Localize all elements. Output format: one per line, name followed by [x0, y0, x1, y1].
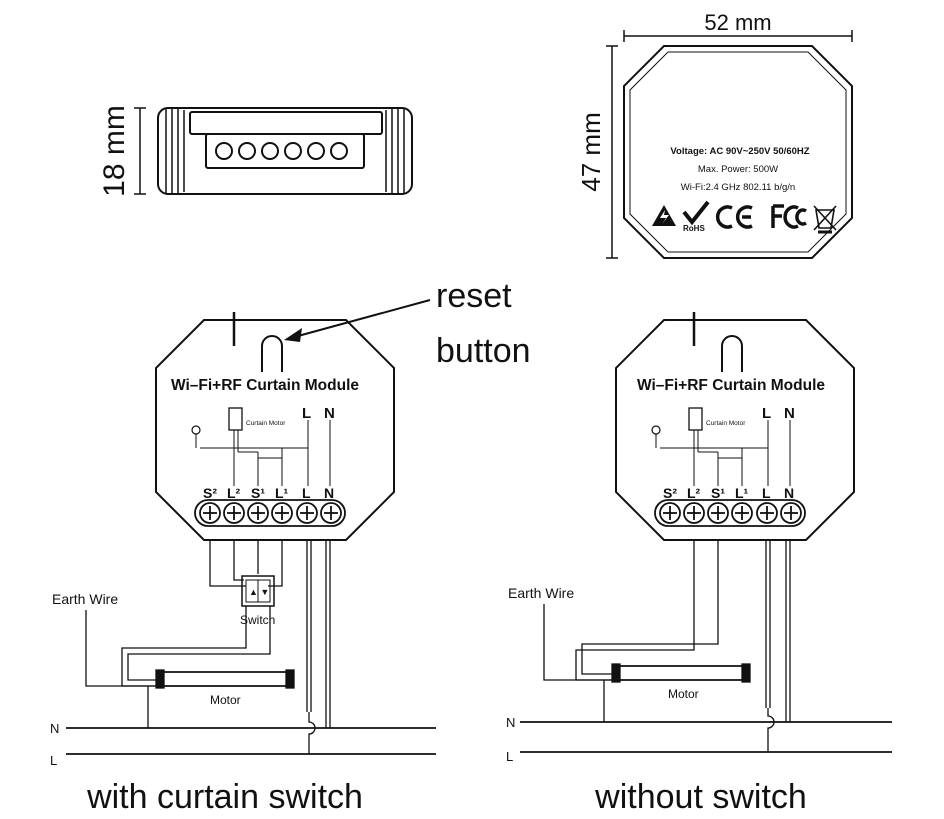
terminal-label-N: N [324, 485, 334, 501]
warning-triangle-icon [652, 205, 676, 226]
terminal-label-S1: S¹ [251, 485, 265, 501]
power-text: Max. Power: 500W [698, 164, 778, 175]
right-module: Wi–Fi+RF Curtain Module Curtain Motor L … [615, 312, 855, 541]
module-title: Wi–Fi+RF Curtain Module [171, 377, 359, 394]
depth-dimension [134, 107, 146, 195]
terminal-block [194, 499, 346, 527]
neutral-label-left: N [50, 721, 59, 736]
left-module: Wi–Fi+RF Curtain Module Curtain Motor L … [155, 312, 395, 541]
terminal-label-N-right: N [784, 485, 794, 501]
top-terminal-L-right: L [762, 405, 771, 422]
earth-wire-label-left: Earth Wire [52, 591, 118, 607]
terminal-label-L2: L² [227, 485, 241, 501]
front-view [623, 45, 853, 259]
terminal-label-S1-right: S¹ [711, 485, 725, 501]
top-terminal-N: N [324, 405, 335, 422]
reset-pointer-arrow [284, 299, 431, 342]
top-terminal-N-right: N [784, 405, 795, 422]
terminal-label-L-right: L [762, 485, 771, 501]
side-view [157, 107, 413, 195]
terminal-label-L1-right: L¹ [735, 485, 749, 501]
width-label: 52 mm [704, 10, 771, 35]
terminal-block-right [654, 499, 806, 527]
height-dimension [606, 45, 618, 259]
earth-wire-label-right: Earth Wire [508, 585, 574, 601]
height-label: 47 mm [576, 112, 606, 191]
module-title-right: Wi–Fi+RF Curtain Module [637, 377, 825, 394]
motor-label-right: Motor [668, 687, 699, 701]
neutral-label-right: N [506, 715, 515, 730]
curtain-motor-label-right: Curtain Motor [706, 420, 746, 427]
right-wiring [520, 540, 892, 753]
switch-arrows: ▲ ▼ [249, 587, 269, 597]
terminal-label-L: L [302, 485, 311, 501]
reset-callout-line2: button [436, 332, 531, 370]
reset-callout-line1: reset [436, 277, 512, 315]
width-dimension [623, 30, 853, 42]
ce-mark-icon [715, 205, 753, 229]
curtain-motor-label: Curtain Motor [246, 420, 286, 427]
fcc-mark-icon [771, 204, 808, 229]
svg-text:RoHS: RoHS [683, 224, 705, 233]
rohs-check-icon: RoHS [682, 200, 710, 233]
top-terminal-L: L [302, 405, 311, 422]
depth-label: 18 mm [98, 105, 131, 197]
motor-label-left: Motor [210, 693, 241, 707]
weee-bin-icon [813, 205, 837, 234]
switch-label: Switch [240, 613, 275, 627]
caption-without-switch: without switch [594, 778, 807, 816]
terminal-label-L2-right: L² [687, 485, 701, 501]
voltage-text: Voltage: AC 90V~250V 50/60HZ [670, 146, 809, 157]
caption-with-switch: with curtain switch [86, 778, 363, 816]
terminal-label-L1: L¹ [275, 485, 289, 501]
terminal-label-S2-right: S² [663, 485, 677, 501]
wifi-text: Wi-Fi:2.4 GHz 802.11 b/g/n [681, 182, 795, 193]
terminal-label-S2: S² [203, 485, 217, 501]
live-label-right: L [506, 749, 513, 764]
left-wiring [66, 540, 436, 755]
live-label-left: L [50, 753, 57, 768]
